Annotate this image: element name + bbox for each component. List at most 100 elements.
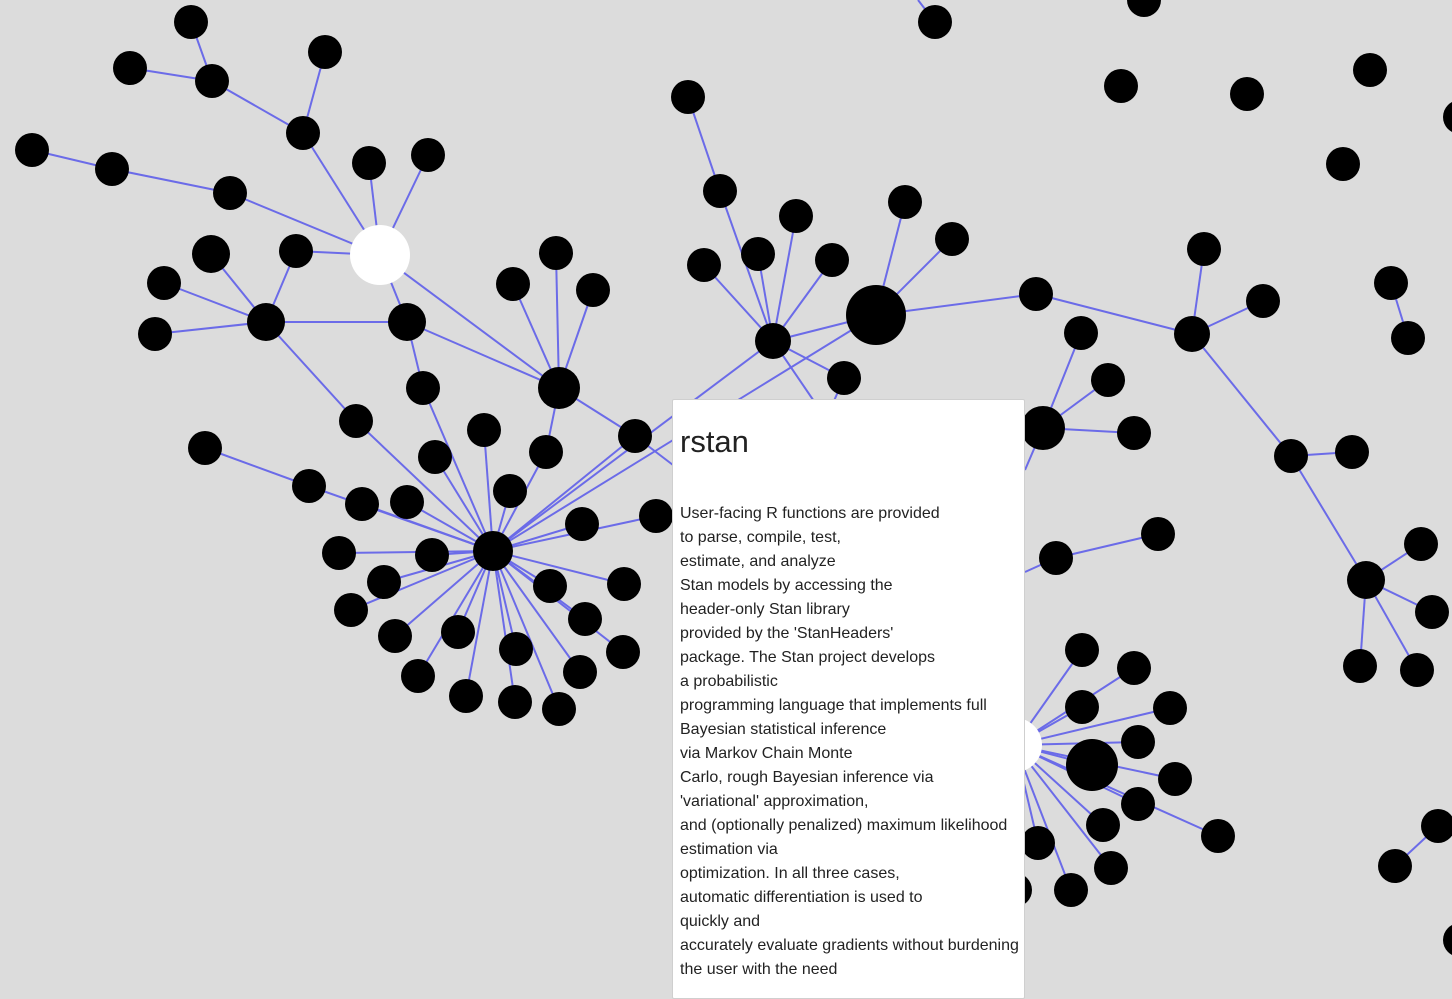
graph-node[interactable] <box>703 174 737 208</box>
graph-node[interactable] <box>1117 651 1151 685</box>
graph-node[interactable] <box>1400 653 1434 687</box>
graph-node[interactable] <box>539 236 573 270</box>
graph-node[interactable] <box>279 234 313 268</box>
graph-node[interactable] <box>846 285 906 345</box>
graph-node[interactable] <box>639 499 673 533</box>
graph-node[interactable] <box>467 413 501 447</box>
graph-node[interactable] <box>1121 725 1155 759</box>
graph-node[interactable] <box>1415 595 1449 629</box>
graph-node[interactable] <box>1353 53 1387 87</box>
graph-node[interactable] <box>15 133 49 167</box>
graph-node[interactable] <box>390 485 424 519</box>
graph-node[interactable] <box>195 64 229 98</box>
graph-node[interactable] <box>671 80 705 114</box>
graph-node[interactable] <box>1421 809 1452 843</box>
graph-node[interactable] <box>1019 277 1053 311</box>
graph-node[interactable] <box>563 655 597 689</box>
graph-node[interactable] <box>1347 561 1385 599</box>
graph-node[interactable] <box>1374 266 1408 300</box>
graph-node[interactable] <box>441 615 475 649</box>
graph-node[interactable] <box>1343 649 1377 683</box>
graph-node[interactable] <box>498 685 532 719</box>
graph-node[interactable] <box>1021 406 1065 450</box>
graph-node[interactable] <box>1054 873 1088 907</box>
graph-node[interactable] <box>1091 363 1125 397</box>
graph-node[interactable] <box>1066 739 1118 791</box>
graph-node[interactable] <box>292 469 326 503</box>
graph-node[interactable] <box>741 237 775 271</box>
graph-node[interactable] <box>411 138 445 172</box>
graph-node[interactable] <box>473 531 513 571</box>
graph-node[interactable] <box>1117 416 1151 450</box>
graph-node[interactable] <box>618 419 652 453</box>
graph-node[interactable] <box>113 51 147 85</box>
graph-node[interactable] <box>779 199 813 233</box>
graph-node[interactable] <box>1246 284 1280 318</box>
graph-node[interactable] <box>1187 232 1221 266</box>
graph-node[interactable] <box>606 635 640 669</box>
graph-node[interactable] <box>935 222 969 256</box>
graph-node[interactable] <box>449 679 483 713</box>
graph-node[interactable] <box>1064 316 1098 350</box>
graph-node[interactable] <box>1335 435 1369 469</box>
graph-node[interactable] <box>607 567 641 601</box>
graph-node[interactable] <box>1065 690 1099 724</box>
graph-node[interactable] <box>1174 316 1210 352</box>
graph-node[interactable] <box>1158 762 1192 796</box>
graph-node[interactable] <box>1153 691 1187 725</box>
graph-node[interactable] <box>1127 0 1161 17</box>
graph-node[interactable] <box>827 361 861 395</box>
graph-node[interactable] <box>1391 321 1425 355</box>
graph-node[interactable] <box>568 602 602 636</box>
graph-node[interactable] <box>1039 541 1073 575</box>
graph-node[interactable] <box>188 431 222 465</box>
graph-node[interactable] <box>174 5 208 39</box>
graph-node[interactable] <box>493 474 527 508</box>
graph-node[interactable] <box>1141 517 1175 551</box>
graph-node[interactable] <box>352 146 386 180</box>
graph-node[interactable] <box>1065 633 1099 667</box>
graph-node[interactable] <box>322 536 356 570</box>
graph-node[interactable] <box>1274 439 1308 473</box>
graph-node[interactable] <box>888 185 922 219</box>
graph-node[interactable] <box>192 235 230 273</box>
graph-node[interactable] <box>1443 923 1452 957</box>
graph-node[interactable] <box>418 440 452 474</box>
graph-node[interactable] <box>687 248 721 282</box>
graph-node[interactable] <box>496 267 530 301</box>
graph-node[interactable] <box>1021 826 1055 860</box>
graph-node[interactable] <box>1121 787 1155 821</box>
graph-node[interactable] <box>499 632 533 666</box>
graph-node[interactable] <box>576 273 610 307</box>
graph-node[interactable] <box>1326 147 1360 181</box>
graph-node[interactable] <box>1378 849 1412 883</box>
graph-node[interactable] <box>1201 819 1235 853</box>
graph-node[interactable] <box>388 303 426 341</box>
graph-node[interactable] <box>138 317 172 351</box>
graph-node[interactable] <box>1443 100 1452 134</box>
graph-node[interactable] <box>334 593 368 627</box>
graph-node[interactable] <box>542 692 576 726</box>
graph-node[interactable] <box>345 487 379 521</box>
graph-node[interactable] <box>247 303 285 341</box>
graph-node[interactable] <box>339 404 373 438</box>
graph-node[interactable] <box>367 565 401 599</box>
graph-node[interactable] <box>1230 77 1264 111</box>
graph-node-selected[interactable] <box>350 225 410 285</box>
graph-node[interactable] <box>1086 808 1120 842</box>
graph-node[interactable] <box>401 659 435 693</box>
graph-node[interactable] <box>406 371 440 405</box>
graph-node[interactable] <box>1094 851 1128 885</box>
graph-node[interactable] <box>286 116 320 150</box>
graph-node[interactable] <box>755 323 791 359</box>
graph-node[interactable] <box>308 35 342 69</box>
graph-node[interactable] <box>95 152 129 186</box>
graph-node[interactable] <box>529 435 563 469</box>
graph-node[interactable] <box>1404 527 1438 561</box>
graph-node[interactable] <box>415 538 449 572</box>
graph-node[interactable] <box>533 569 567 603</box>
graph-node[interactable] <box>815 243 849 277</box>
graph-node[interactable] <box>213 176 247 210</box>
graph-node[interactable] <box>565 507 599 541</box>
graph-node[interactable] <box>378 619 412 653</box>
